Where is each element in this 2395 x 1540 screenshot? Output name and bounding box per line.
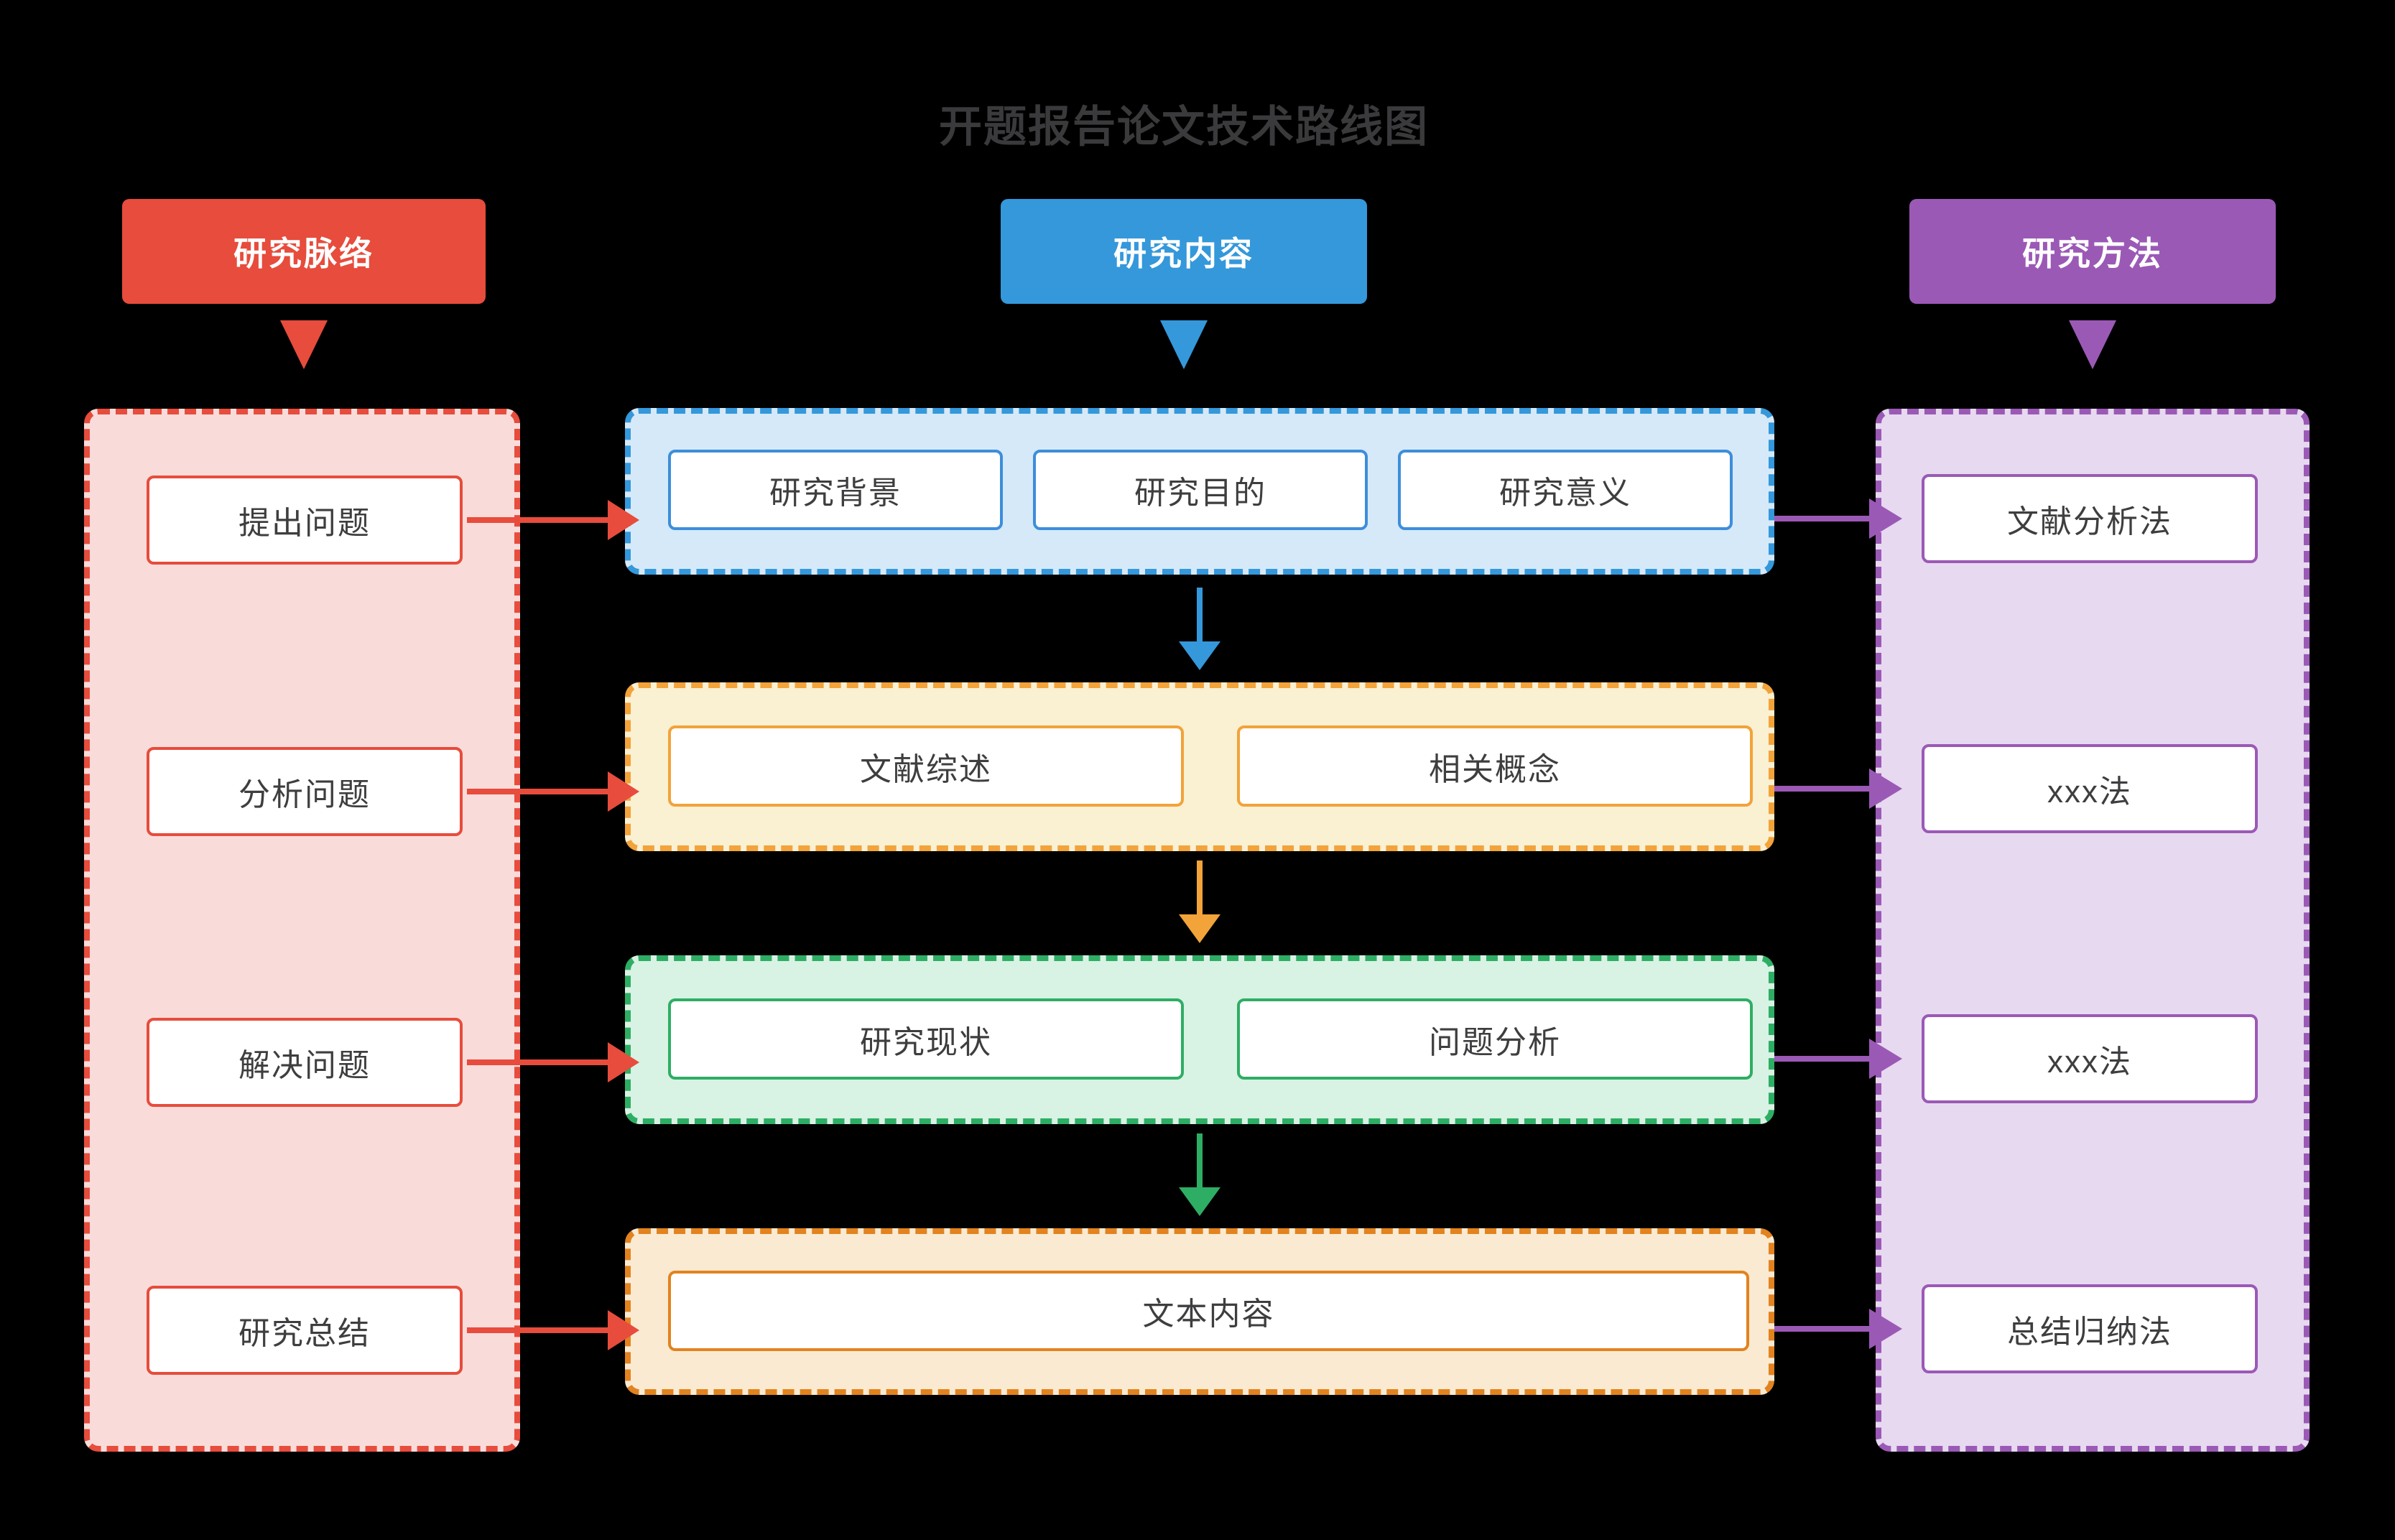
- arrow-purple-4: [1774, 1326, 1869, 1332]
- arrow-red-3: [467, 1059, 608, 1065]
- node-xxx-method-1: xxx法: [1922, 744, 2258, 833]
- research-context-group: [84, 409, 520, 1452]
- node-solve-question: 解决问题: [147, 1018, 463, 1107]
- arrow-orange-down-head-icon: [1179, 914, 1220, 943]
- node-research-background: 研究背景: [668, 450, 1003, 530]
- arrow-green-down: [1197, 1133, 1203, 1187]
- arrow-blue-down: [1197, 588, 1203, 641]
- node-xxx-method-2: xxx法: [1922, 1014, 2258, 1103]
- node-research-status: 研究现状: [668, 998, 1184, 1080]
- arrow-purple-1-head-icon: [1869, 498, 1902, 539]
- arrow-purple-2: [1774, 786, 1869, 792]
- node-problem-analysis: 问题分析: [1237, 998, 1753, 1080]
- node-summary-induction-method: 总结归纳法: [1922, 1284, 2258, 1373]
- triangle-down-red-icon: [280, 320, 328, 369]
- triangle-down-blue-icon: [1160, 320, 1208, 369]
- diagram-title: 开题报告论文技术路线图: [939, 103, 1429, 151]
- arrow-purple-3: [1774, 1056, 1869, 1062]
- arrow-purple-1: [1774, 516, 1869, 521]
- arrow-red-1: [467, 517, 608, 523]
- arrow-orange-down: [1197, 861, 1203, 914]
- header-research-methods: 研究方法: [1909, 199, 2276, 304]
- node-literature-analysis-method: 文献分析法: [1922, 474, 2258, 563]
- node-research-purpose: 研究目的: [1033, 450, 1368, 530]
- arrow-red-4: [467, 1327, 608, 1333]
- node-related-concepts: 相关概念: [1237, 725, 1753, 807]
- arrow-red-3-head-icon: [608, 1042, 639, 1082]
- header-research-content: 研究内容: [1001, 199, 1367, 304]
- node-literature-review: 文献综述: [668, 725, 1184, 807]
- node-raise-question: 提出问题: [147, 476, 463, 565]
- arrow-purple-3-head-icon: [1869, 1039, 1902, 1079]
- node-text-content: 文本内容: [668, 1271, 1749, 1351]
- research-methods-group: [1876, 409, 2310, 1452]
- arrow-red-4-head-icon: [608, 1310, 639, 1350]
- arrow-blue-down-head-icon: [1179, 641, 1220, 670]
- node-research-summary: 研究总结: [147, 1286, 463, 1375]
- triangle-down-purple-icon: [2069, 320, 2116, 369]
- node-analyze-question: 分析问题: [147, 747, 463, 836]
- node-research-significance: 研究意义: [1398, 450, 1733, 530]
- arrow-purple-2-head-icon: [1869, 769, 1902, 809]
- arrow-red-2: [467, 789, 608, 794]
- arrow-purple-4-head-icon: [1869, 1309, 1902, 1349]
- arrow-red-1-head-icon: [608, 500, 639, 540]
- header-research-context: 研究脉络: [122, 199, 486, 304]
- arrow-green-down-head-icon: [1179, 1187, 1220, 1216]
- arrow-red-2-head-icon: [608, 771, 639, 812]
